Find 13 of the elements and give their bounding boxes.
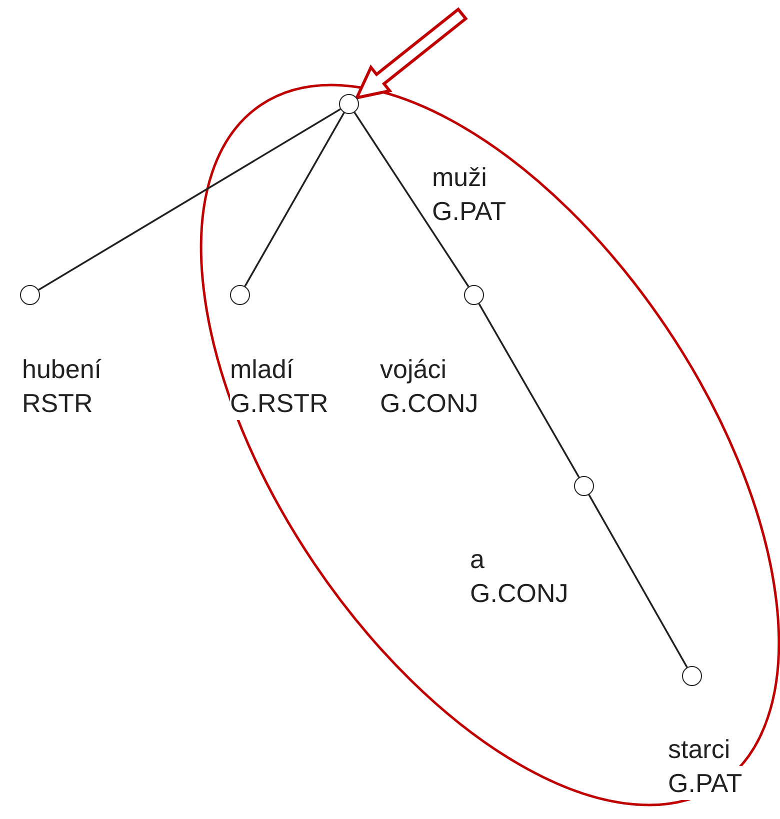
tree-edge [244,112,345,287]
tree-edge [588,494,688,668]
tree-edge [38,108,341,291]
pointer-arrow [354,7,468,100]
tree-node-circle [682,666,702,686]
tree-edge [478,303,580,478]
tree-node-circle [339,94,359,114]
functor-label: G.PAT [668,766,742,800]
tree-node-circle [464,285,484,305]
tree-edge [354,112,470,288]
tree-node-circle [20,285,40,305]
tree-node-circle [574,476,594,496]
tree-node-circle [230,285,250,305]
